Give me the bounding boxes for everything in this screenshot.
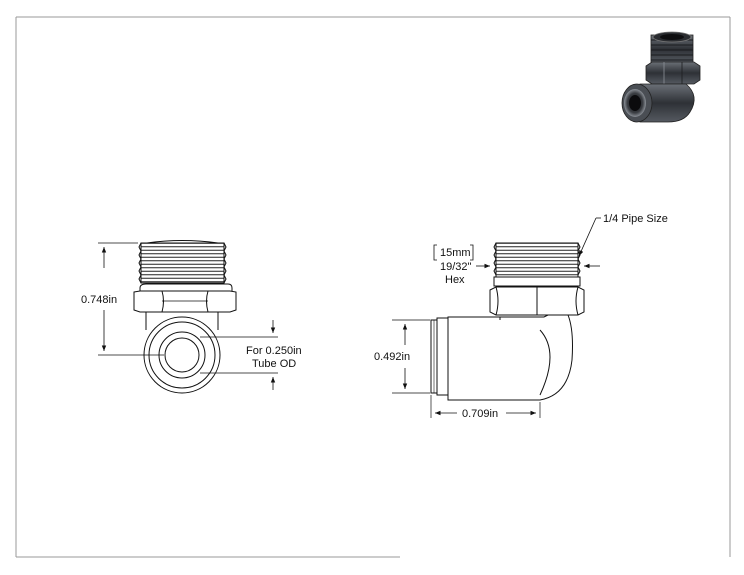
dim-tube-od: For 0.250in Tube OD [200, 320, 302, 390]
right-hex [489, 286, 585, 316]
hex-in-label: 19/32" [440, 261, 472, 273]
hex-size-callout: 15mm 19/32" Hex [433, 244, 600, 286]
pipe-size-callout: 1/4 Pipe Size [578, 213, 668, 257]
hex-word-label: Hex [445, 274, 465, 286]
fitting-3d-render [621, 31, 701, 123]
right-side-view: 15mm 19/32" Hex 1/4 Pipe Size 0.492in [374, 213, 668, 420]
dim-height-right: 0.492in [374, 319, 430, 394]
tube-od-line2: Tube OD [252, 358, 296, 370]
left-front-view: 0.748in For 0.250in Tube OD [81, 240, 302, 394]
left-socket [143, 312, 221, 394]
left-thread [138, 240, 227, 284]
pipe-size-label: 1/4 Pipe Size [603, 213, 668, 225]
hex-mm-label: 15mm [440, 247, 471, 259]
drawing-frame [15, 16, 731, 558]
dim-length: 0.709in [430, 395, 541, 420]
tube-od-line1: For 0.250in [246, 345, 302, 357]
dim-length-label: 0.709in [462, 408, 498, 420]
dim-height-left-label: 0.748in [81, 294, 117, 306]
dim-height-right-label: 0.492in [374, 351, 410, 363]
dim-height-left: 0.748in [81, 242, 164, 356]
left-hex [133, 283, 237, 313]
right-elbow-body [430, 314, 573, 401]
right-thread [493, 242, 581, 287]
